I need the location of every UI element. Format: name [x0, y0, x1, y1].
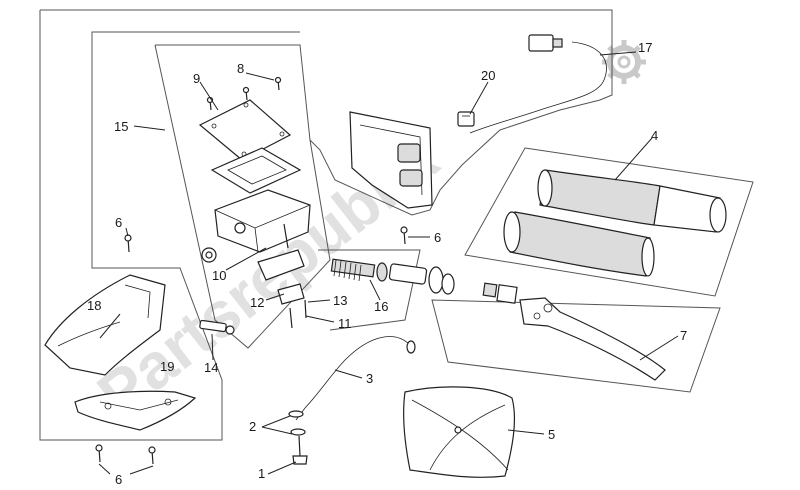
connector	[457, 111, 475, 127]
callout-10: 10	[212, 268, 226, 283]
upper-cover	[44, 274, 166, 376]
master-cylinder-panel	[154, 44, 331, 349]
callout-6-bottom: 6	[115, 472, 122, 487]
callout-17: 17	[638, 40, 652, 55]
callout-19: 19	[160, 359, 174, 374]
parts	[44, 34, 727, 478]
callout-20: 20	[481, 68, 495, 83]
callout-6-left: 6	[115, 215, 122, 230]
lever-cover	[403, 386, 516, 478]
master-cylinder-assembly	[198, 99, 311, 329]
callout-15: 15	[114, 119, 128, 134]
callout-labels: 1 2 3 4 5 6 6 6 7 8 9 10 11 12 13 14 15 …	[87, 40, 687, 487]
handlebar-grips	[503, 169, 727, 277]
screws	[95, 226, 408, 465]
callout-7: 7	[680, 328, 687, 343]
callout-8: 8	[237, 61, 244, 76]
callout-14: 14	[204, 360, 218, 375]
callout-18: 18	[87, 298, 101, 313]
panel-outlines	[39, 9, 754, 441]
callout-1: 1	[258, 466, 265, 481]
callout-16: 16	[374, 299, 388, 314]
brake-hose	[295, 336, 416, 421]
wiring-loom	[469, 34, 607, 134]
callout-13: 13	[333, 293, 347, 308]
lower-cover	[74, 390, 197, 431]
leader-lines	[98, 51, 679, 475]
grip-panel	[464, 147, 754, 297]
callout-6-right: 6	[434, 230, 441, 245]
callout-3: 3	[366, 371, 373, 386]
brake-lever	[519, 297, 666, 381]
lever-panel	[431, 299, 721, 393]
callout-4: 4	[651, 128, 658, 143]
callout-9: 9	[193, 71, 200, 86]
callout-11: 11	[338, 316, 352, 331]
callout-5: 5	[548, 427, 555, 442]
banjo-bolt-and-washers	[288, 410, 308, 465]
piston-kit	[330, 258, 518, 304]
outer-frame	[40, 9, 613, 216]
hose-fitting	[199, 319, 235, 335]
callout-2: 2	[249, 419, 256, 434]
callout-12: 12	[250, 295, 264, 310]
switch-panel	[318, 249, 421, 331]
switch-housing	[349, 111, 433, 209]
